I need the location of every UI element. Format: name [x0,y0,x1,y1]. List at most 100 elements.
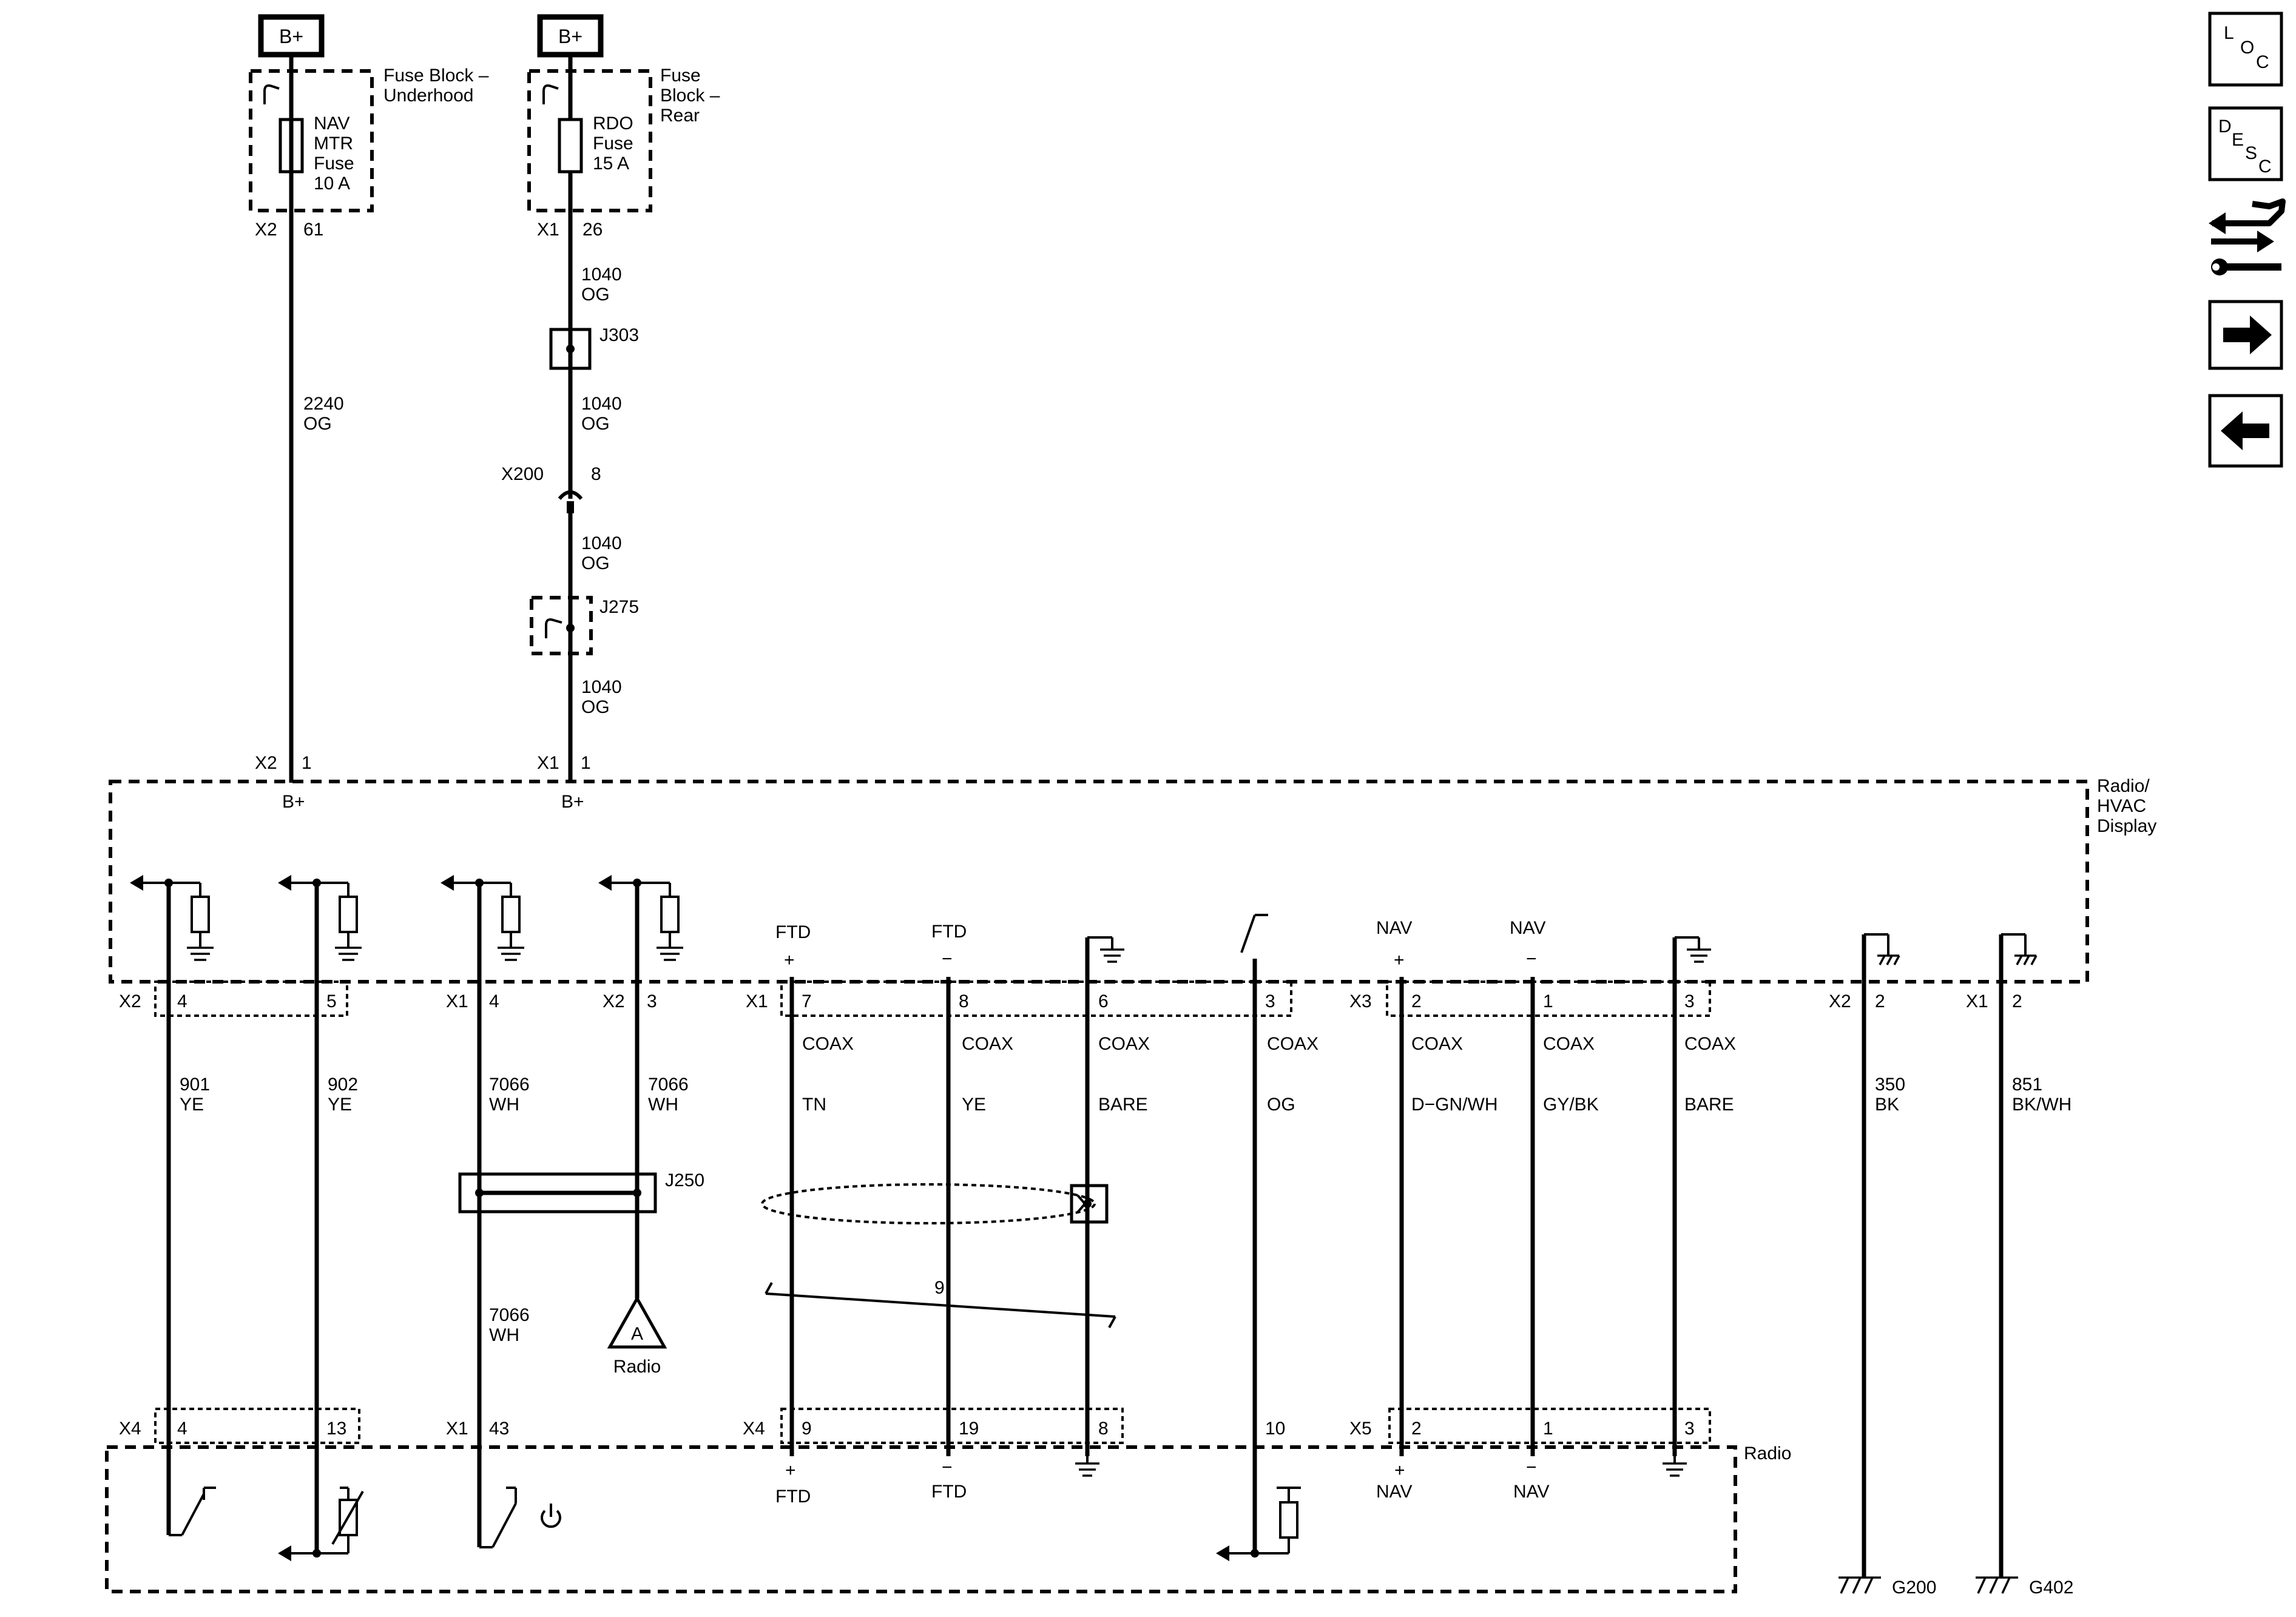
ftd-minus-sign: − [942,949,953,969]
fuse-b-connector: X1 [537,220,559,240]
svg-text:5: 5 [326,991,337,1011]
svg-text:COAX: COAX [1543,1034,1595,1054]
fuse-block-a-line1: Fuse Block – [383,66,489,86]
wire-1040a-num: 1040 [581,265,622,285]
fuse-b-pin: 26 [582,220,603,240]
desc-button[interactable]: D E S C [2208,106,2283,181]
offpage-letter: A [631,1324,643,1344]
loc-letter-l: L [2224,23,2234,43]
svg-text:2: 2 [1411,1419,1422,1439]
radio-ground-bare-nav [1663,1456,1687,1477]
pullup-circuit-7066a [441,875,524,1547]
svg-text:YE: YE [962,1095,986,1115]
arrow-right-icon [2223,316,2272,354]
previous-page-button[interactable] [2208,394,2283,468]
pullup-circuit-901 [130,875,214,1535]
display-label-line1: Radio/ [2097,776,2150,796]
svg-text:GY/BK: GY/BK [1543,1095,1599,1115]
loc-letter-o: O [2240,38,2254,58]
wire-1040a-color: OG [581,285,610,305]
radio-power-switch [479,1487,517,1548]
svg-text:13: 13 [326,1419,346,1439]
nav-minus-sign: − [1526,949,1537,969]
svg-text:X2: X2 [119,991,141,1011]
svg-text:X1: X1 [746,991,768,1011]
svg-text:COAX: COAX [962,1034,1013,1054]
fuse-block-b-line1: Fuse [660,66,701,86]
radio-switch-901 [169,1487,216,1536]
lower-ftd-plus-label: FTD [775,1487,811,1507]
bplus-supply-b: B+ [537,14,604,58]
fuse-a-pin: 61 [303,220,323,240]
connector-x3-upper-shell [1386,981,1711,1017]
display-power-inputs: X2 1 B+ X1 1 B+ [255,753,591,812]
svg-text:3: 3 [1684,991,1695,1011]
svg-text:X1: X1 [446,1419,468,1439]
svg-text:COAX: COAX [1684,1034,1736,1054]
in-b-connector: X1 [537,753,559,773]
svg-text:1: 1 [1543,1419,1553,1439]
svg-text:4: 4 [177,991,187,1011]
power-icon [541,1504,561,1528]
offpage-label: Radio [613,1357,661,1377]
svg-text:X1: X1 [1966,991,1988,1011]
wire-1040c-num: 1040 [581,533,622,553]
svg-text:BARE: BARE [1098,1095,1148,1115]
svg-text:YE: YE [180,1095,204,1115]
svg-text:COAX: COAX [802,1034,854,1054]
lower-ftd-minus-sign: − [942,1457,953,1477]
fuse-block-underhood: Fuse Block – Underhood NAV MTR Fuse 10 A… [249,55,489,783]
fuse-block-a-line2: Underhood [383,86,473,106]
svg-text:3: 3 [647,991,657,1011]
wire-2240-color: OG [303,414,332,434]
connector-x2-upper-shell [154,981,348,1017]
svg-text:BARE: BARE [1684,1095,1734,1115]
lower-ftd-plus-sign: + [785,1460,796,1480]
in-a-connector: X2 [255,753,277,773]
wire-1040b-color: OG [581,414,610,434]
desc-letter-d: D [2218,116,2232,137]
connector-x4-lower-shell [154,1408,360,1444]
loc-button[interactable]: L O C [2208,12,2283,87]
g402-label: G402 [2029,1578,2073,1598]
radio-og-pullup [1216,1487,1301,1561]
display-label-line3: Display [2097,816,2156,836]
svg-text:8: 8 [1098,1419,1109,1439]
splice-j303 [549,328,592,370]
ground-wire-851 [1999,933,2038,1571]
wire-1040d-num: 1040 [581,677,622,697]
in-a-pin: 1 [302,753,312,773]
lower-nav-minus-label: NAV [1513,1482,1549,1502]
svg-text:902: 902 [328,1075,358,1095]
pullup-circuit-902 [278,875,362,1553]
display-label-line2: HVAC [2097,796,2146,816]
svg-text:COAX: COAX [1267,1034,1319,1054]
desc-letter-c: C [2258,157,2272,177]
lower-nav-plus-label: NAV [1376,1482,1412,1502]
bplus-supply-a: B+ [258,14,325,58]
svg-text:2: 2 [1875,991,1885,1011]
offpage-connector-a[interactable]: A Radio [607,1295,667,1377]
svg-text:X2: X2 [1829,991,1851,1011]
twisted-pair-label: 9 [934,1278,945,1298]
svg-text:WH: WH [489,1325,519,1345]
svg-text:WH: WH [489,1095,519,1115]
conn-x200-pin: 8 [591,464,601,484]
connector-x200 [558,490,583,501]
svg-text:9: 9 [802,1419,812,1439]
nav-minus-label: NAV [1510,918,1545,938]
connector-x4b-lower-shell [780,1408,1124,1444]
wire-1040c-color: OG [581,553,610,573]
fuse-b-line3: 15 A [593,154,629,174]
fuse-b-line2: Fuse [593,133,633,154]
bplus-label-b: B+ [558,25,582,47]
radio-ground-bare-ftd [1075,1456,1099,1477]
lower-ftd-minus-label: FTD [931,1482,967,1502]
next-page-button[interactable] [2208,300,2283,370]
fuse-a-line4: 10 A [314,174,350,194]
connector-tool-icon[interactable] [2209,198,2286,275]
wire-1040b-num: 1040 [581,394,622,414]
svg-text:3: 3 [1684,1419,1695,1439]
coax-og-switch [1240,914,1268,1553]
fuse-block-b-line3: Rear [660,106,700,126]
